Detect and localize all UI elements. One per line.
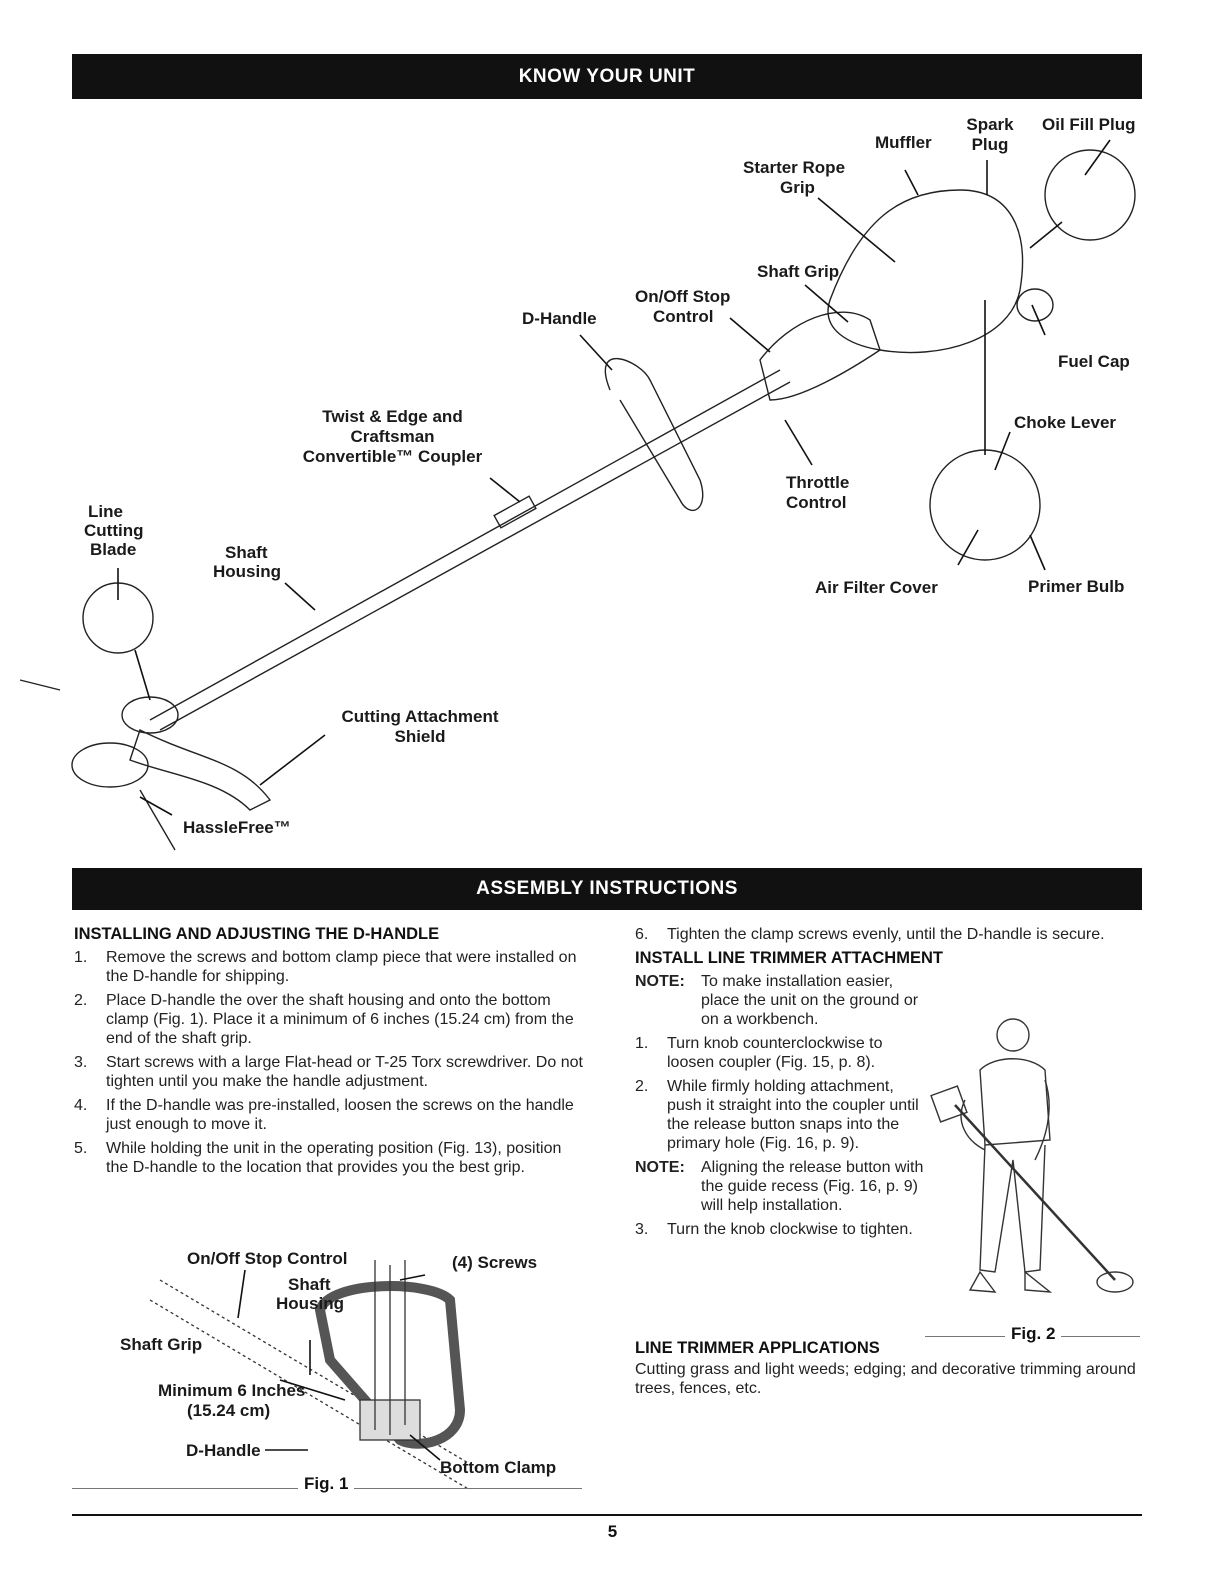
label-fuel-cap: Fuel Cap <box>1058 352 1130 371</box>
fig1-caption: Fig. 1 <box>298 1474 355 1494</box>
d-handle-steps: 1.Remove the screws and bottom clamp pie… <box>74 948 584 1177</box>
label-line: Line <box>88 502 123 521</box>
list-item: 5.While holding the unit in the operatin… <box>74 1140 562 1176</box>
fig1-label-shaft: Shaft <box>288 1275 331 1294</box>
shaft-grip-shape <box>759 311 881 401</box>
applications-heading: LINE TRIMMER APPLICATIONS <box>635 1339 880 1357</box>
trimmer-line-2 <box>139 789 176 851</box>
applications-text: Cutting grass and light weeds; edging; a… <box>635 1361 1136 1397</box>
trimmer-line-1 <box>19 679 61 691</box>
list-item: 1.Remove the screws and bottom clamp pie… <box>74 949 577 985</box>
gear-head <box>121 696 179 734</box>
fig2-illustration <box>930 1018 1134 1293</box>
list-item: 3.Start screws with a large Flat-head or… <box>74 1054 583 1090</box>
shield-shape <box>129 729 272 811</box>
label-blade: Blade <box>90 540 137 559</box>
shaft-line-lower <box>159 381 791 731</box>
label-plug: Plug <box>971 135 1009 154</box>
fig1-label-shaft-grip: Shaft Grip <box>120 1335 203 1354</box>
air-filter-detail <box>929 449 1041 561</box>
right-column: 6.Tighten the clamp screws evenly, until… <box>635 925 1140 1244</box>
label-on-off-stop: On/Off Stop <box>635 287 731 306</box>
trimmer-diagram <box>19 139 1136 851</box>
label-d-handle: D-Handle <box>522 309 597 328</box>
label-spark: Spark <box>966 115 1014 134</box>
fig1-label-screws: (4) Screws <box>452 1253 538 1272</box>
label-starter-rope: Starter Rope <box>743 158 846 177</box>
operator-torso <box>979 1058 1051 1146</box>
coupler-shape <box>493 495 537 529</box>
list-item: 2.Place D-handle the over the shaft hous… <box>74 992 574 1047</box>
fig1-label-on-off-stop-control: On/Off Stop Control <box>187 1249 348 1268</box>
label-on-off-control: Control <box>653 307 714 326</box>
shaft-line <box>149 369 781 721</box>
fig2-caption: Fig. 2 <box>1005 1324 1062 1344</box>
list-item: 3.Turn the knob clockwise to tighten. <box>635 1221 913 1238</box>
d-handle-shape <box>604 358 704 512</box>
fig2-trimmer-shaft <box>954 1104 1116 1281</box>
list-item: 4.If the D-handle was pre-installed, loo… <box>74 1097 574 1133</box>
label-throttle-control: Control <box>786 493 847 512</box>
engine-body <box>827 189 1024 354</box>
fig2-engine <box>930 1085 968 1123</box>
label-air-filter-cover: Air Filter Cover <box>815 578 938 597</box>
operator-arm-right <box>1034 1079 1050 1161</box>
label-twist-edge: Twist & Edge and <box>322 407 463 426</box>
list-item: 1.Turn knob counterclockwise to loosen c… <box>635 1035 883 1071</box>
label-shaft: Shaft <box>225 543 268 562</box>
assembly-instructions-banner: ASSEMBLY INSTRUCTIONS <box>72 868 1142 910</box>
label-convertible-coupler: Convertible™ Coupler <box>302 447 483 466</box>
line-trimmer-heading: INSTALL LINE TRIMMER ATTACHMENT <box>635 949 943 967</box>
operator-head <box>996 1018 1030 1052</box>
fig2-trimmer-head <box>1096 1271 1134 1293</box>
label-starter-grip: Grip <box>780 178 815 197</box>
fig1-label-cm: (15.24 cm) <box>187 1401 271 1420</box>
label-oil-fill-plug: Oil Fill Plug <box>1042 115 1136 134</box>
label-craftsman: Craftsman <box>350 427 435 446</box>
fig1-label-d-handle: D-Handle <box>186 1441 261 1460</box>
label-cutting: Cutting <box>84 521 144 540</box>
label-primer-bulb: Primer Bulb <box>1028 577 1125 596</box>
oil-fill-plug-detail <box>1044 149 1136 241</box>
list-item: 2.While firmly holding attachment, push … <box>635 1078 919 1152</box>
fig1-illustration <box>149 1260 481 1490</box>
operator-legs <box>979 1144 1046 1273</box>
note-2: NOTE:Aligning the release button with th… <box>635 1159 924 1214</box>
footer-rule <box>72 1514 1142 1516</box>
label-shaft-grip: Shaft Grip <box>757 262 840 281</box>
know-your-unit-banner: KNOW YOUR UNIT <box>72 54 1142 99</box>
label-shield: Shield <box>394 727 446 746</box>
d-handle-heading: INSTALLING AND ADJUSTING THE D-HANDLE <box>74 925 440 943</box>
note-1: NOTE:To make installation easier, place … <box>635 973 919 1028</box>
page-number: 5 <box>607 1522 618 1541</box>
fig1-label-housing: Housing <box>276 1294 344 1313</box>
fig1-d-handle-shape <box>314 1281 466 1449</box>
fig1-label-bottom-clamp: Bottom Clamp <box>440 1458 557 1477</box>
label-throttle: Throttle <box>786 473 850 492</box>
left-column: INSTALLING AND ADJUSTING THE D-HANDLE 1.… <box>74 925 584 1182</box>
list-item: 6.Tighten the clamp screws evenly, until… <box>635 926 1105 943</box>
label-choke-lever: Choke Lever <box>1014 413 1117 432</box>
operator-arm-left <box>960 1099 986 1151</box>
label-housing: Housing <box>213 562 281 581</box>
label-cutting-attachment: Cutting Attachment <box>341 707 499 726</box>
label-hasslefree: HassleFree™ <box>183 818 291 837</box>
cutting-head <box>71 742 149 788</box>
fuel-cap-shape <box>1016 288 1054 322</box>
fig1-label-minimum: Minimum 6 Inches <box>158 1381 306 1400</box>
label-muffler: Muffler <box>875 133 932 152</box>
